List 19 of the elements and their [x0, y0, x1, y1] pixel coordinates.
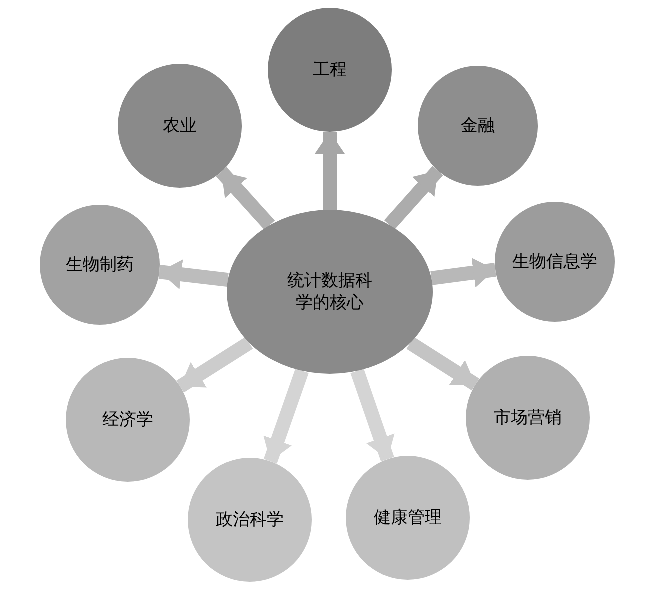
block-arrow [430, 258, 496, 288]
block-arrow [406, 337, 480, 391]
node-label: 经济学 [102, 408, 154, 432]
node-label: 健康管理 [373, 506, 443, 530]
block-arrow [176, 337, 254, 393]
block-arrow [315, 132, 345, 210]
block-arrow [384, 166, 444, 230]
node-label: 农业 [162, 114, 198, 138]
node-label: 工程 [312, 58, 348, 82]
node-label: 市场营销 [493, 406, 563, 430]
block-arrow [264, 368, 309, 464]
block-arrow [350, 368, 395, 462]
node-label: 政治科学 [215, 508, 285, 532]
block-arrow [216, 167, 276, 230]
node-label: 生物信息学 [512, 250, 598, 274]
node-label: 生物制药 [65, 254, 135, 276]
node-label: 金融 [460, 114, 496, 138]
node-label: 统计数据科学的核心 [286, 270, 374, 314]
block-arrow [158, 260, 229, 290]
